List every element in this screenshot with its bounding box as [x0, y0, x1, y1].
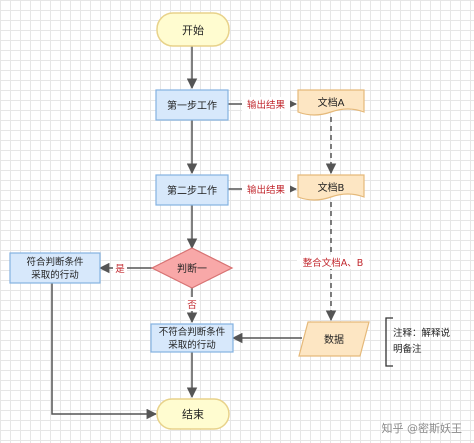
no-action-process[interactable]: 不符合判断条件 采取的行动 [150, 323, 234, 353]
edge-label-output2: 输出结果 [247, 184, 286, 196]
annotation-line1: 注释：解释说 [393, 327, 451, 339]
edge-label-no: 否 [187, 300, 197, 311]
annotation-bracket [385, 317, 393, 367]
yes-action-label-line1: 符合判断条件 [26, 256, 84, 268]
step1-label: 第一步工作 [167, 99, 217, 112]
decision-node[interactable]: 判断一 [150, 247, 234, 289]
edge-yesaction-end [51, 283, 158, 420]
step1-process[interactable]: 第一步工作 [155, 89, 229, 121]
data-label: 数据 [324, 333, 344, 346]
start-label: 开始 [182, 23, 204, 37]
no-action-label-line1: 不符合判断条件 [159, 326, 226, 338]
annotation: 注释：解释说 明备注 [385, 317, 451, 367]
watermark: 知乎 @密斯妖王 [382, 421, 463, 435]
doc-a-node[interactable]: 文档A [297, 89, 365, 116]
step2-process[interactable]: 第二步工作 [155, 174, 229, 206]
step2-label: 第二步工作 [167, 184, 217, 197]
decision-label: 判断一 [177, 262, 207, 275]
yes-action-process[interactable]: 符合判断条件 采取的行动 [9, 252, 101, 284]
end-node[interactable]: 结束 [156, 398, 230, 430]
doc-a-label: 文档A [318, 96, 345, 109]
yes-action-label-line2: 采取的行动 [31, 269, 79, 281]
data-node[interactable]: 数据 [298, 321, 370, 357]
start-node[interactable]: 开始 [156, 12, 230, 47]
edge-label-merge: 整合文档A、B [303, 257, 364, 269]
edge-label-yes: 是 [115, 264, 125, 275]
no-action-label-line2: 采取的行动 [168, 339, 216, 351]
annotation-line2: 明备注 [393, 343, 422, 355]
doc-b-node[interactable]: 文档B [297, 174, 365, 201]
edge-label-output1: 输出结果 [247, 99, 286, 111]
end-label: 结束 [182, 408, 204, 421]
doc-b-label: 文档B [318, 181, 345, 194]
